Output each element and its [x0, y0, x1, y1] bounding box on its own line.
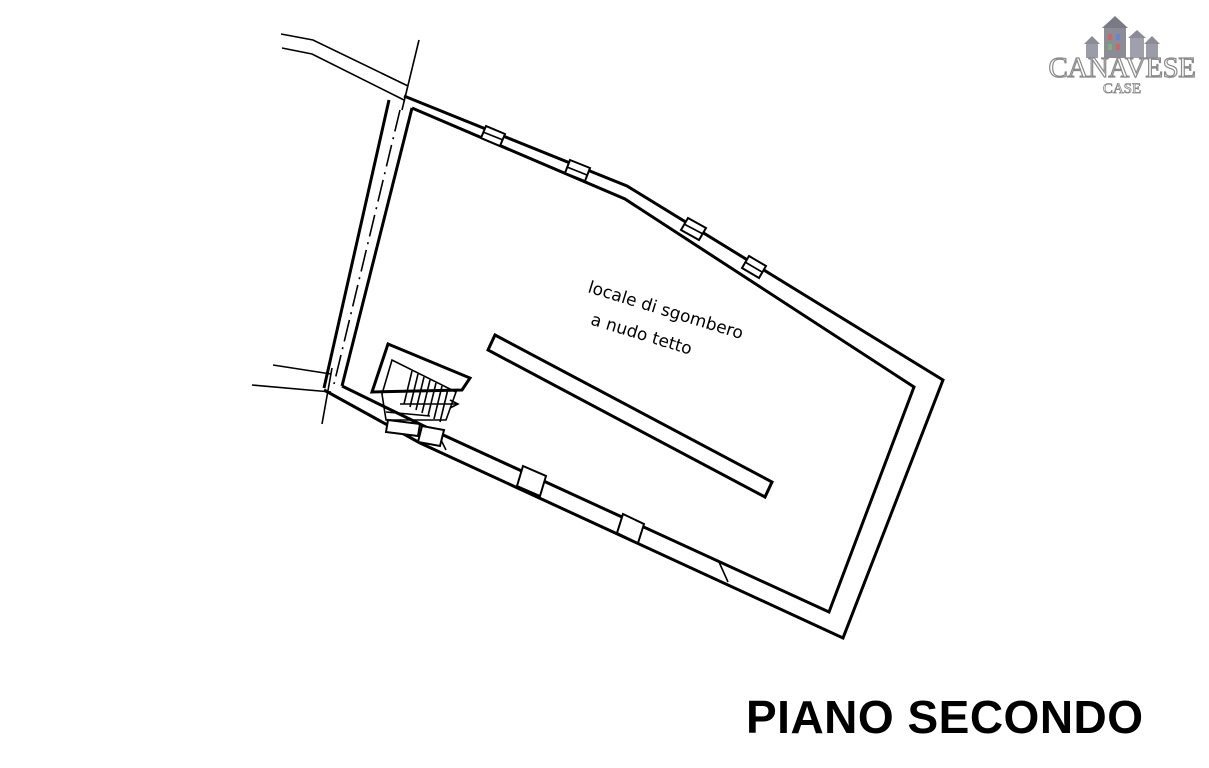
- floor-title: PIANO SECONDO: [746, 691, 1144, 743]
- adjacent-walls-bottom: [251, 364, 333, 425]
- west-wall: [322, 99, 414, 389]
- houses-icon: [1084, 16, 1160, 58]
- room-label: locale di sgombero a nudo tetto: [586, 278, 746, 360]
- outer-walls: [323, 94, 945, 641]
- logo-name: CANAVESE: [1048, 52, 1197, 84]
- north-windows: [479, 124, 768, 280]
- staircase: [369, 341, 473, 448]
- logo-subtitle: CASE: [1102, 81, 1142, 97]
- adjacent-walls-top: [280, 33, 420, 111]
- canavese-case-logo: CANAVESE CASE: [1046, 14, 1198, 100]
- south-windows: [439, 437, 729, 583]
- ridge-beam: [486, 332, 774, 500]
